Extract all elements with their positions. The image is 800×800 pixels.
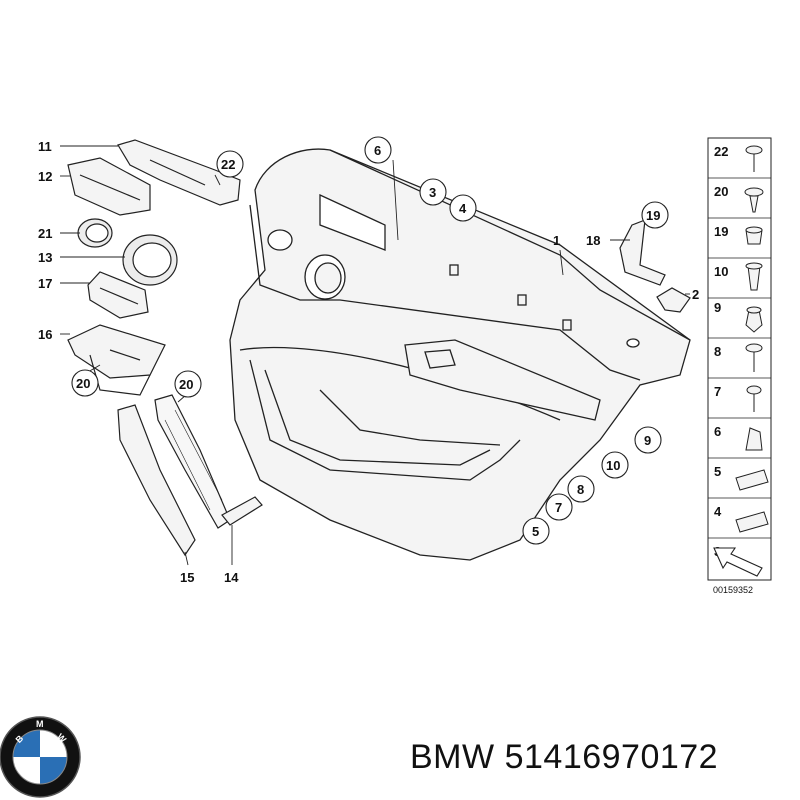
door-trim-panel bbox=[229, 148, 691, 561]
callout-9: 9 bbox=[644, 433, 651, 448]
callout-3: 3 bbox=[429, 185, 436, 200]
handle-trim bbox=[117, 404, 196, 557]
brand-name: BMW bbox=[410, 738, 495, 776]
callout-7: 7 bbox=[555, 500, 562, 515]
callout-12: 12 bbox=[38, 169, 52, 184]
callout-17: 17 bbox=[38, 276, 52, 291]
callout-circles bbox=[71, 136, 669, 545]
armrest-bracket bbox=[67, 324, 166, 396]
handle-carrier bbox=[154, 394, 231, 529]
callout-16: 16 bbox=[38, 327, 52, 342]
tweeter-grille bbox=[77, 218, 113, 248]
callout-8: 8 bbox=[577, 482, 584, 497]
storage-tray bbox=[87, 271, 149, 319]
callout-13: 13 bbox=[38, 250, 52, 265]
orientation-arrow-icon bbox=[713, 547, 763, 577]
legend-label-10: 10 bbox=[714, 264, 728, 279]
legend-label-5: 5 bbox=[714, 464, 721, 479]
legend-label-19: 19 bbox=[714, 224, 728, 239]
callout-labels: 11 12 21 13 17 16 22 6 3 4 1 18 19 2 20 … bbox=[38, 139, 699, 585]
callout-2: 2 bbox=[692, 287, 699, 302]
legend-label-7: 7 bbox=[714, 384, 721, 399]
callout-20-right: 20 bbox=[179, 377, 193, 392]
legend-label-9: 9 bbox=[714, 300, 721, 315]
pull-handle-bar bbox=[221, 496, 263, 526]
callout-4: 4 bbox=[459, 201, 467, 216]
upper-bracket bbox=[117, 139, 241, 206]
logo-letter-m: M bbox=[36, 719, 44, 729]
pull-cup bbox=[67, 157, 151, 216]
callout-10: 10 bbox=[606, 458, 620, 473]
callout-19: 19 bbox=[646, 208, 660, 223]
diagram-code: 00159352 bbox=[713, 585, 753, 595]
speaker-grille bbox=[122, 234, 178, 286]
legend-label-6: 6 bbox=[714, 424, 721, 439]
callout-6: 6 bbox=[374, 143, 381, 158]
small-clip bbox=[656, 287, 691, 313]
legend-label-20: 20 bbox=[714, 184, 728, 199]
legend-label-4: 4 bbox=[714, 504, 722, 519]
fastener-legend: 222019109876543 bbox=[707, 137, 772, 581]
bmw-logo-icon: B M W bbox=[0, 716, 81, 798]
legend-label-22: 22 bbox=[714, 144, 728, 159]
callout-20-left: 20 bbox=[76, 376, 90, 391]
callout-5: 5 bbox=[532, 524, 539, 539]
callout-1: 1 bbox=[553, 233, 560, 248]
callout-18: 18 bbox=[586, 233, 600, 248]
callout-14: 14 bbox=[224, 570, 239, 585]
callout-15: 15 bbox=[180, 570, 194, 585]
legend-label-8: 8 bbox=[714, 344, 721, 359]
callout-22: 22 bbox=[221, 157, 235, 172]
support-bracket bbox=[619, 219, 666, 286]
leader-lines bbox=[60, 145, 690, 566]
callout-21: 21 bbox=[38, 226, 52, 241]
part-number: 51416970172 bbox=[504, 738, 719, 776]
callout-11: 11 bbox=[38, 139, 52, 154]
